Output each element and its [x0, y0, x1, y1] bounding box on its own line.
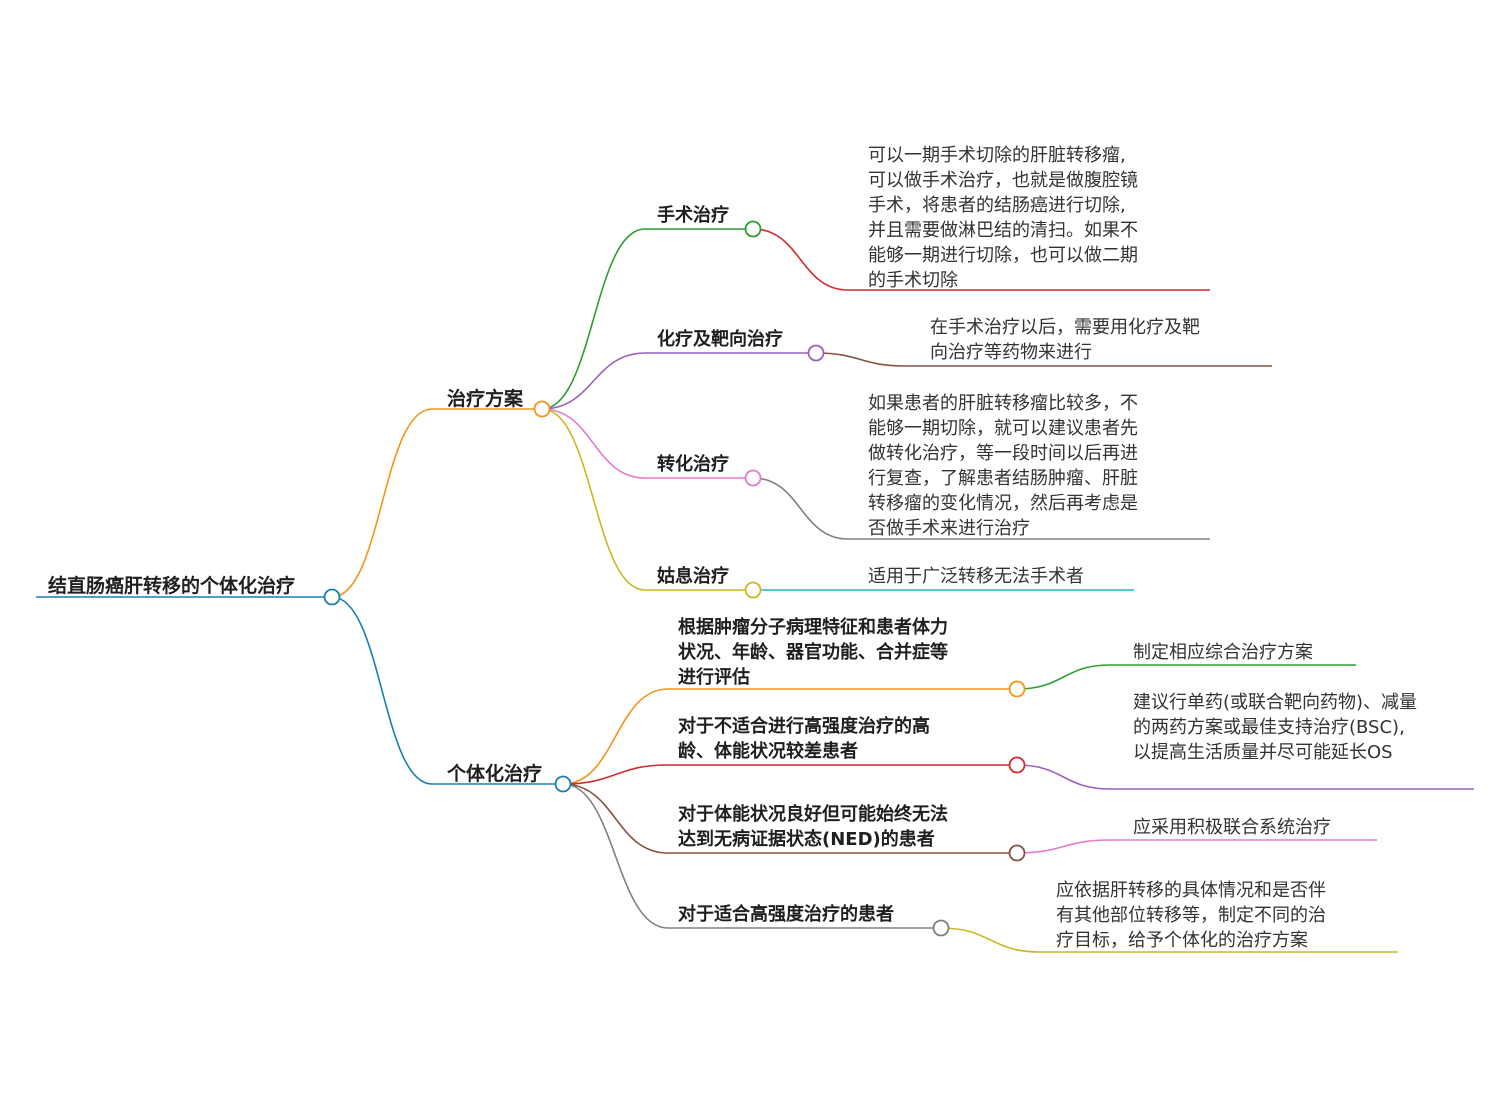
branch-treatment-plan[interactable]: 治疗方案 [447, 388, 524, 410]
topic-palliative[interactable]: 姑息治疗 [657, 566, 729, 587]
treatment-plan-node-circle[interactable] [533, 400, 551, 418]
ind-child-node-circle-1[interactable] [1008, 756, 1026, 774]
edge-plan-leaf-2 [752, 477, 1210, 540]
edge-root-treatment-plan [331, 408, 542, 598]
root-topic[interactable]: 结直肠癌肝转移的个体化治疗 [48, 575, 296, 597]
topic-high-intensity-fit[interactable]: 对于适合高强度治疗的患者 [678, 904, 894, 925]
leaf-high-intensity-detail[interactable]: 应依据肝转移的具体情况和是否伴 有其他部位转移等，制定不同的治 疗目标，给予个体… [1056, 880, 1326, 951]
edge-ind-child-3 [562, 783, 941, 929]
edge-ind-leaf-1 [1016, 764, 1474, 790]
topic-assessment[interactable]: 根据肿瘤分子病理特征和患者体力 状况、年龄、器官功能、合并症等 进行评估 [678, 617, 948, 688]
edge-plan-child-3 [541, 408, 753, 591]
topic-good-status-no-ned[interactable]: 对于体能状况良好但可能始终无法 达到无病证据状态(NED)的患者 [678, 804, 948, 850]
edge-plan-leaf-0 [752, 228, 1210, 291]
edge-ind-leaf-2 [1016, 839, 1377, 854]
topic-conversion[interactable]: 转化治疗 [657, 454, 729, 475]
topic-chemo-targeted[interactable]: 化疗及靶向治疗 [657, 329, 783, 350]
plan-child-node-circle-2[interactable] [744, 469, 762, 487]
plan-child-node-circle-0[interactable] [744, 220, 762, 238]
plan-child-node-circle-3[interactable] [744, 581, 762, 599]
plan-child-node-circle-1[interactable] [807, 344, 825, 362]
leaf-palliative-detail[interactable]: 适用于广泛转移无法手术者 [868, 566, 1084, 587]
edge-ind-child-0 [562, 688, 1017, 785]
leaf-elderly-detail[interactable]: 建议行单药(或联合靶向药物)、减量 的两药方案或最佳支持治疗(BSC), 以提高… [1133, 692, 1418, 763]
edge-plan-leaf-1 [815, 352, 1272, 367]
leaf-chemo-detail[interactable]: 在手术治疗以后，需要用化疗及靶 向治疗等药物来进行 [930, 317, 1200, 363]
edge-ind-child-2 [562, 783, 1017, 854]
leaf-no-ned-detail[interactable]: 应采用积极联合系统治疗 [1133, 817, 1331, 838]
edge-ind-leaf-0 [1016, 664, 1356, 690]
edge-root-individualized [331, 596, 563, 785]
edge-plan-child-2 [541, 408, 753, 479]
edge-plan-child-0 [541, 228, 753, 410]
ind-child-node-circle-0[interactable] [1008, 680, 1026, 698]
edge-ind-leaf-3 [940, 927, 1398, 953]
ind-child-node-circle-3[interactable] [932, 919, 950, 937]
root-node-circle[interactable] [323, 588, 341, 606]
leaf-assessment-detail[interactable]: 制定相应综合治疗方案 [1133, 642, 1313, 663]
topic-elderly-poor[interactable]: 对于不适合进行高强度治疗的高 龄、体能状况较差患者 [678, 716, 930, 762]
branch-individualized-treatment[interactable]: 个体化治疗 [447, 763, 543, 785]
leaf-surgery-detail[interactable]: 可以一期手术切除的肝脏转移瘤, 可以做手术治疗，也就是做腹腔镜 手术，将患者的结… [868, 145, 1138, 291]
edge-plan-child-1 [541, 352, 816, 410]
topic-surgery[interactable]: 手术治疗 [657, 205, 729, 226]
ind-child-node-circle-2[interactable] [1008, 844, 1026, 862]
edge-ind-child-1 [562, 764, 1017, 785]
individualized-node-circle[interactable] [554, 775, 572, 793]
leaf-conversion-detail[interactable]: 如果患者的肝脏转移瘤比较多，不 能够一期切除，就可以建议患者先 做转化治疗，等一… [868, 393, 1138, 539]
